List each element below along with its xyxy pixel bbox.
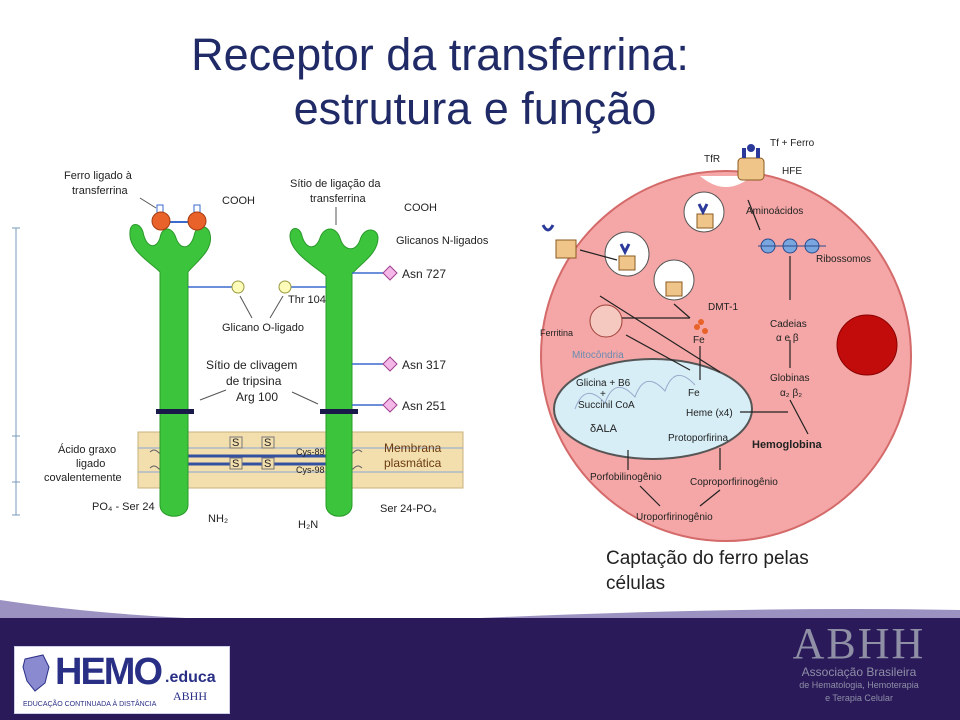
- disulfide-s: S: [264, 458, 271, 470]
- hemo-educa-logo: HEMO .educa ABHH EDUCAÇÃO CONTINUADA À D…: [14, 646, 230, 714]
- receptor-monomer-right: [289, 228, 379, 517]
- label-asn251: Asn 251: [402, 399, 446, 413]
- o-glycan-right: [278, 280, 292, 294]
- label-cooh-left: COOH: [222, 195, 255, 207]
- n-glycan-251: [382, 397, 398, 413]
- label-ferro-ligado: Ferro ligado à: [64, 170, 133, 182]
- disulfide-s: S: [232, 458, 239, 470]
- abhh-logo-text: ABHH: [792, 619, 926, 668]
- abhh-logo: ABHH Associação Brasileira de Hematologi…: [774, 622, 944, 712]
- label-h2n: H₂N: [298, 519, 318, 531]
- label-asn317: Asn 317: [402, 358, 446, 372]
- label-sitio-ligacao-2: transferrina: [310, 193, 367, 205]
- title-line-2: estrutura e função: [293, 83, 657, 134]
- label-sitio-clivagem: Sítio de clivagem: [206, 358, 297, 372]
- n-glycan-317: [382, 356, 398, 372]
- scale-bar: [12, 227, 20, 516]
- assoc-line-3: e Terapia Celular: [825, 693, 893, 703]
- figure-caption: Captação do ferro pelas células: [606, 546, 906, 596]
- label-cooh-right: COOH: [404, 202, 437, 214]
- label-sitio-ligacao: Sítio de ligação da: [290, 178, 381, 190]
- assoc-line-1: Associação Brasileira: [801, 665, 917, 679]
- label-cys98: Cys-98: [296, 465, 325, 475]
- label-cys89: Cys-89: [296, 447, 325, 457]
- o-glycan-left: [231, 280, 245, 294]
- label-po4-ser24: PO₄ - Ser 24: [92, 501, 155, 513]
- caption-line-1: Captação do ferro pelas: [606, 548, 809, 569]
- label-ser24-po4: Ser 24-PO₄: [380, 503, 437, 515]
- label-asn727: Asn 727: [402, 267, 446, 281]
- logo-hemo-text: HEMO: [55, 651, 163, 693]
- label-tripsina: de tripsina: [226, 374, 282, 388]
- label-covalentemente: covalentemente: [44, 472, 122, 484]
- label-glicanos-n: Glicanos N-ligados: [396, 235, 489, 247]
- label-thr104: Thr 104: [288, 294, 326, 306]
- iron-atom-right: [187, 211, 207, 231]
- logo-abhh-small-text: ABHH: [173, 689, 208, 703]
- iron-atom-left: [151, 211, 171, 231]
- label-plasmatica: plasmática: [384, 456, 442, 470]
- logo-tagline: EDUCAÇÃO CONTINUADA À DISTÂNCIA: [23, 701, 157, 708]
- receptor-monomer-left: [129, 224, 212, 517]
- caption-line-2: células: [606, 573, 666, 594]
- logo-educa-text: .educa: [165, 669, 216, 686]
- transferrin-receptor-diagram: S S S S Ferro ligado à transferrina COOH…: [12, 170, 489, 531]
- disulfide-s: S: [232, 437, 239, 449]
- brazil-map-icon: [22, 654, 50, 692]
- plasma-membrane: [137, 431, 464, 489]
- label-transferrina: transferrina: [72, 185, 129, 197]
- label-arg100: Arg 100: [236, 390, 278, 404]
- disulfide-s: S: [264, 437, 271, 449]
- assoc-line-2: de Hematologia, Hemoterapia: [799, 680, 919, 690]
- slide-title: Receptor da transferrina: estrutura e fu…: [0, 28, 880, 136]
- label-ligado: ligado: [76, 458, 105, 470]
- label-nh2: NH₂: [208, 513, 228, 525]
- label-acido-graxo: Ácido graxo: [58, 443, 116, 456]
- title-line-1: Receptor da transferrina:: [191, 29, 689, 80]
- label-membrana: Membrana: [384, 441, 442, 455]
- label-glicano-o: Glicano O-ligado: [222, 322, 304, 334]
- n-glycan-727: [382, 265, 398, 281]
